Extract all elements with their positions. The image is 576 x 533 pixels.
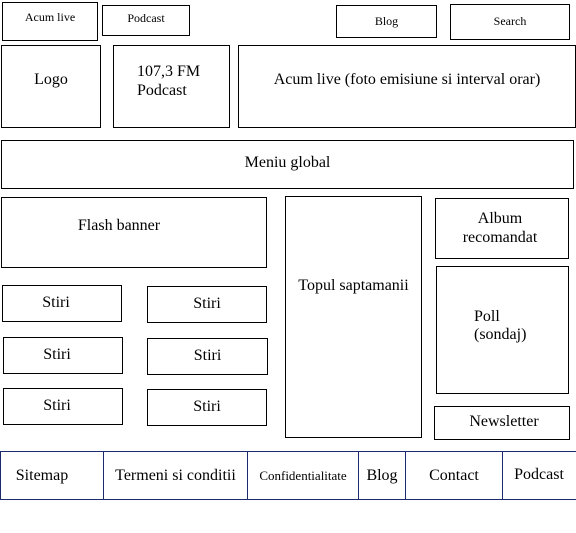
news-item[interactable]: Stiri	[147, 389, 267, 426]
top-week-panel[interactable]: Topul saptamanii	[285, 196, 422, 438]
footer-divider	[0, 452, 1, 499]
footer-divider	[103, 452, 104, 499]
news-item-label: Stiri	[43, 346, 71, 364]
footer-link-privacy[interactable]: Confidentialitate	[248, 452, 358, 499]
footer-divider	[247, 452, 248, 499]
flash-banner-label: Flash banner	[77, 217, 161, 235]
top-blog-label: Blog	[374, 13, 399, 28]
footer-divider	[502, 452, 503, 499]
news-item-label: Stiri	[193, 347, 222, 365]
footer-divider	[358, 452, 359, 499]
logo: Logo	[1, 45, 101, 128]
album-recommended-label: Album recomandat	[462, 210, 538, 246]
footer-link-label: Termeni si conditii	[115, 466, 236, 484]
news-item[interactable]: Stiri	[147, 286, 267, 323]
global-menu[interactable]: Meniu global	[1, 140, 574, 189]
footer-link-blog[interactable]: Blog	[359, 452, 405, 499]
news-item-label: Stiri	[193, 295, 221, 313]
news-item[interactable]: Stiri	[3, 337, 123, 374]
poll-box[interactable]: Poll (sondaj)	[436, 266, 569, 394]
news-item[interactable]: Stiri	[3, 388, 123, 425]
radio-podcast-label: 107,3 FM Podcast	[137, 63, 201, 99]
footer-link-sitemap[interactable]: Sitemap	[1, 452, 103, 499]
top-acum-live-button[interactable]: Acum live	[2, 2, 98, 41]
footer-link-label: Sitemap	[15, 466, 69, 484]
footer-link-label: Podcast	[514, 466, 564, 483]
newsletter-box[interactable]: Newsletter	[434, 406, 570, 440]
radio-podcast-box[interactable]: 107,3 FM Podcast	[113, 45, 230, 128]
global-menu-label: Meniu global	[244, 153, 331, 171]
top-podcast-label: Podcast	[127, 10, 165, 25]
news-item-label: Stiri	[43, 397, 71, 415]
footer-link-podcast[interactable]: Podcast	[503, 452, 575, 499]
footer-link-label: Confidentialitate	[259, 467, 347, 483]
flash-banner[interactable]: Flash banner	[1, 197, 267, 268]
top-search-button[interactable]: Search	[450, 4, 570, 40]
logo-label: Logo	[34, 71, 68, 89]
footer-link-terms[interactable]: Termeni si conditii	[104, 452, 247, 499]
top-podcast-button[interactable]: Podcast	[102, 5, 190, 36]
album-recommended[interactable]: Album recomandat	[435, 198, 569, 259]
top-blog-button[interactable]: Blog	[336, 5, 437, 38]
footer-link-contact[interactable]: Contact	[406, 452, 502, 499]
news-item-label: Stiri	[42, 294, 70, 312]
footer-divider	[405, 452, 406, 499]
acum-live-banner[interactable]: Acum live (foto emisiune si interval ora…	[238, 45, 576, 128]
poll-label: Poll (sondaj)	[474, 308, 527, 344]
top-acum-live-label: Acum live	[24, 9, 76, 24]
news-item[interactable]: Stiri	[147, 338, 268, 375]
footer-bar: Sitemap Termeni si conditii Confidential…	[0, 451, 576, 500]
acum-live-banner-label: Acum live (foto emisiune si interval ora…	[273, 71, 541, 89]
newsletter-label: Newsletter	[469, 412, 539, 430]
news-item[interactable]: Stiri	[2, 285, 122, 322]
footer-link-label: Blog	[366, 466, 398, 484]
top-week-label: Topul saptamanii	[298, 277, 409, 294]
news-item-label: Stiri	[193, 398, 221, 416]
top-search-label: Search	[493, 14, 527, 29]
footer-link-label: Contact	[429, 466, 479, 484]
